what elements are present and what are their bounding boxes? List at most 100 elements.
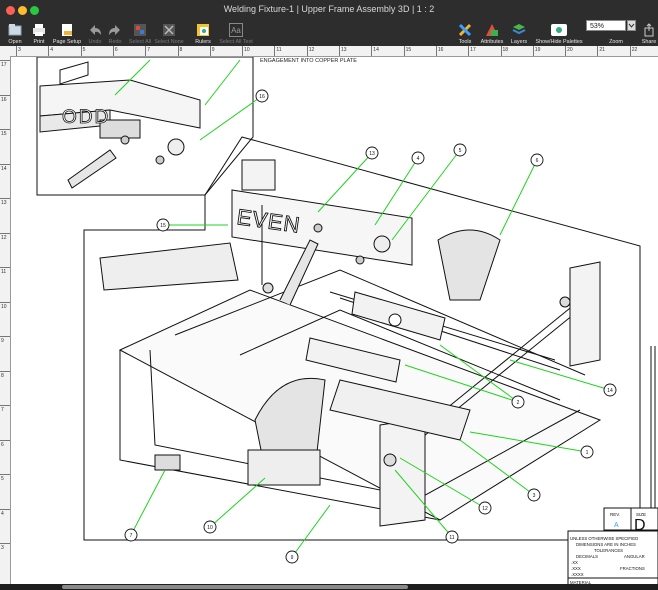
tools-button[interactable]: Tools (456, 22, 474, 46)
select-none-button[interactable]: Select None (154, 22, 184, 46)
ruler-number: 4 (50, 47, 54, 53)
page-setup-label: Page Setup (52, 39, 82, 45)
balloon-6[interactable]: 6 (530, 153, 544, 167)
page-setup-icon (62, 24, 72, 36)
ruler-tick (145, 46, 147, 56)
print-button[interactable]: Print (28, 22, 50, 46)
balloon-14[interactable]: 14 (603, 383, 617, 397)
zoom-label: Zoom (609, 39, 623, 45)
svg-text:5: 5 (459, 148, 462, 154)
ruler-tick (16, 46, 17, 56)
ruler-tick (80, 46, 82, 56)
assembly-drawing: ENGAGEMENT INTO COPPER PLATE ODD (36, 57, 658, 585)
balloon-9[interactable]: 9 (285, 550, 299, 564)
svg-text:4: 4 (417, 156, 420, 162)
share-label: Share (641, 39, 657, 45)
ruler-tick (0, 439, 10, 441)
rulers-icon (197, 24, 209, 36)
detail-view-odd (36, 57, 254, 196)
select-none-icon (163, 24, 175, 36)
balloon-16[interactable]: 16 (255, 89, 269, 103)
ruler-number: 6 (114, 47, 118, 53)
decimal-xxx: .XXX (571, 566, 581, 571)
svg-text:7: 7 (130, 533, 133, 539)
ruler-tick (565, 46, 567, 56)
ruler-number: 3 (18, 47, 21, 53)
select-all-text-label: Select All Text (219, 39, 253, 45)
layers-label: Layers (510, 39, 528, 45)
drawing-canvas[interactable]: ENGAGEMENT INTO COPPER PLATE ODD (11, 57, 658, 585)
ruler-tick (532, 46, 534, 56)
size-value: D (634, 517, 646, 534)
zoom-value: 53% (590, 23, 605, 30)
svg-text:10: 10 (207, 525, 213, 531)
minimize-window-button[interactable] (18, 6, 27, 15)
undo-icon (90, 25, 101, 35)
balloon-2[interactable]: 2 (511, 395, 525, 409)
balloon-5[interactable]: 5 (453, 143, 467, 157)
select-all-text-button[interactable]: Aa Select All Text (218, 22, 254, 46)
zoom-window-button[interactable] (30, 6, 39, 15)
ruler-number: 13 (1, 200, 7, 206)
chevron-down-icon (628, 23, 635, 28)
open-icon (8, 24, 22, 36)
share-button[interactable]: Share (640, 22, 658, 46)
ruler-tick (0, 267, 10, 268)
size-label: SIZE (636, 512, 646, 517)
balloon-10[interactable]: 10 (203, 520, 217, 534)
ruler-number: 5 (82, 47, 86, 53)
horizontal-ruler[interactable]: 34567891011121314151617181920212223 (0, 46, 658, 57)
ruler-number: 8 (179, 47, 183, 53)
rulers-button[interactable]: Rulers (192, 22, 214, 46)
engagement-note: ENGAGEMENT INTO COPPER PLATE (260, 58, 357, 64)
ruler-number: 13 (341, 47, 347, 53)
layers-button[interactable]: Layers (508, 22, 530, 46)
svg-text:16: 16 (259, 94, 265, 100)
balloon-7[interactable]: 7 (124, 528, 138, 542)
page-setup-button[interactable]: Page Setup (52, 22, 82, 46)
ruler-tick (0, 60, 10, 61)
ruler-number: 11 (276, 47, 282, 53)
zoom-input[interactable]: 53% (586, 20, 626, 31)
ruler-tick (0, 129, 10, 130)
ruler-number: 17 (470, 47, 476, 53)
decimals-label: DECIMALS (576, 554, 598, 559)
scrollbar-thumb[interactable] (62, 585, 408, 589)
svg-text:2: 2 (517, 400, 520, 406)
ruler-tick (0, 405, 10, 406)
undo-button[interactable]: Undo (86, 22, 104, 46)
close-window-button[interactable] (6, 6, 15, 15)
ruler-tick (435, 46, 437, 56)
svg-text:9: 9 (291, 555, 294, 561)
balloon-13[interactable]: 13 (365, 146, 379, 160)
ruler-tick (597, 46, 599, 56)
ruler-number: 15 (1, 131, 7, 137)
toolbar: Open Print Page Setup Undo Redo Select A… (0, 22, 658, 46)
balloon-15[interactable]: 15 (156, 218, 170, 232)
ruler-number: 7 (147, 47, 150, 53)
balloon-3[interactable]: 3 (527, 488, 541, 502)
print-label: Print (33, 39, 45, 45)
attributes-button[interactable]: Attributes (478, 22, 506, 46)
svg-text:14: 14 (607, 388, 613, 394)
balloon-11[interactable]: 11 (445, 530, 459, 544)
tools-icon (458, 23, 472, 37)
undo-label: Undo (88, 39, 102, 45)
balloon-12[interactable]: 12 (478, 501, 492, 515)
select-all-button[interactable]: Select All (128, 22, 152, 46)
attributes-label: Attributes (480, 39, 504, 45)
zoom-dropdown[interactable] (627, 20, 636, 31)
ruler-tick (0, 301, 10, 303)
balloon-4[interactable]: 4 (411, 151, 425, 165)
open-button[interactable]: Open (4, 22, 26, 46)
balloon-1[interactable]: 1 (580, 445, 594, 459)
ruler-number: 16 (437, 47, 444, 53)
show-hide-palettes-button[interactable]: Show/Hide Palettes (532, 22, 586, 46)
horizontal-scrollbar[interactable] (0, 584, 658, 590)
ruler-number: 20 (567, 47, 573, 53)
ruler-number: 12 (1, 234, 7, 241)
svg-text:Aa: Aa (231, 26, 241, 35)
redo-button[interactable]: Redo (106, 22, 124, 46)
ruler-tick (500, 46, 502, 56)
